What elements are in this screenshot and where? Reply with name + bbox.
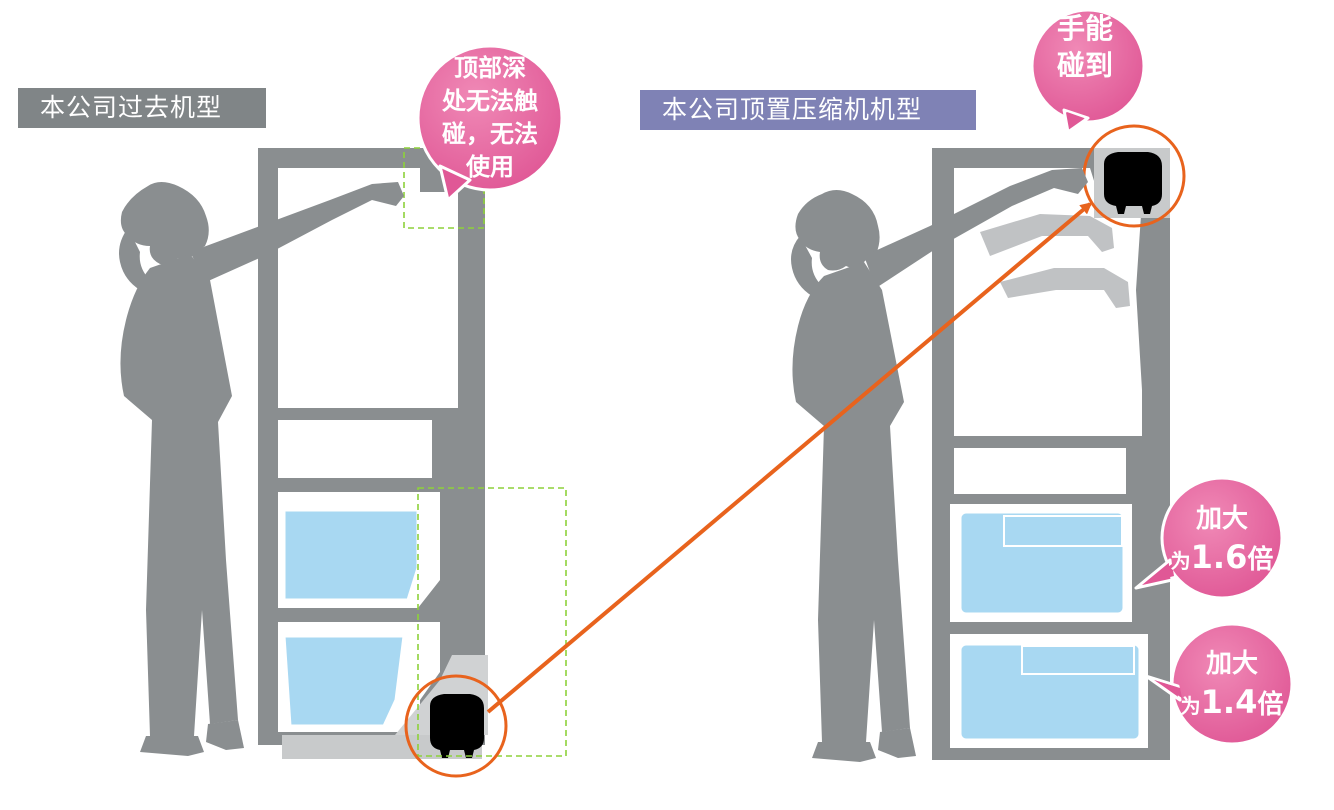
bubble-drawer-upper-text: 加大 为1.6倍 (1170, 504, 1274, 576)
bubble-drawer-lower (1144, 622, 1294, 746)
bubble-drawer-upper (1134, 476, 1284, 600)
arrow-connector (486, 202, 1093, 714)
bubble-cannot-reach-text: 顶部深 处无法触 碰，无法 使用 (442, 54, 538, 181)
compressor-icon (1104, 152, 1162, 214)
old-compressor-circle (404, 674, 508, 778)
new-drawer-lower-lid (1021, 645, 1135, 675)
old-fridge (258, 147, 567, 778)
new-fridge (932, 124, 1186, 760)
woman-left (119, 182, 404, 756)
bubble-can-reach-text: 手能 碰到 (1056, 12, 1113, 82)
bubble-can-reach (1030, 8, 1146, 134)
old-drawer-upper (282, 508, 420, 602)
label-new-model: 本公司顶置压缩机机型 (640, 90, 976, 130)
label-old-model: 本公司过去机型 (18, 88, 266, 128)
old-drawer-lower (282, 634, 406, 728)
old-bottom-zone (417, 487, 567, 757)
compressor-icon (430, 694, 484, 758)
bubble-cannot-reach (416, 44, 564, 202)
new-drawer-upper-lid (1003, 515, 1123, 547)
old-fridge-cabinet (258, 148, 485, 745)
bubble-drawer-lower-text: 加大 为1.4倍 (1180, 649, 1284, 721)
